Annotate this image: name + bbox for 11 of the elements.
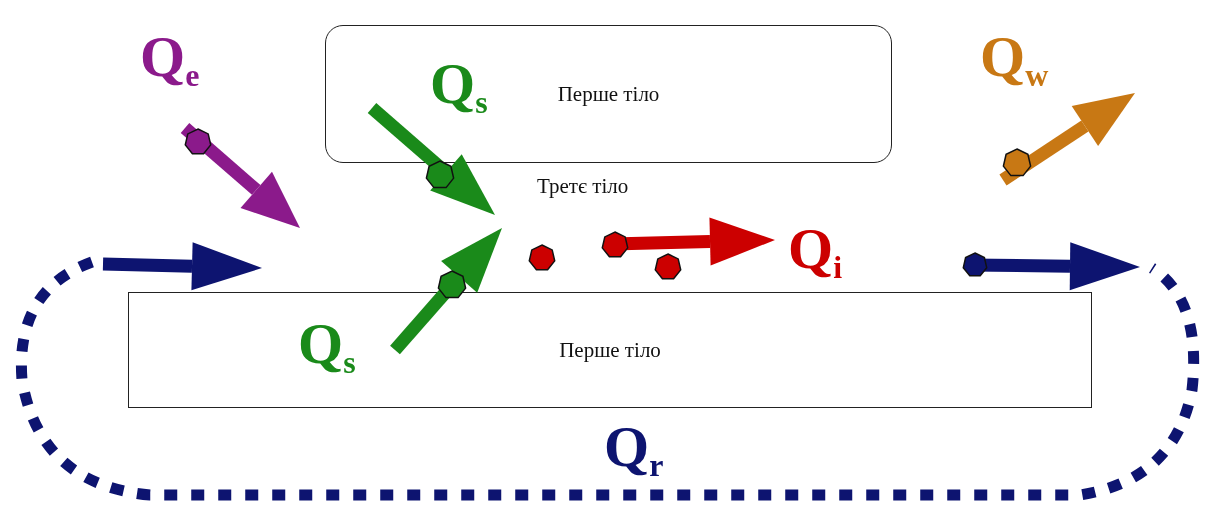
third-body-label: Третє тіло bbox=[537, 174, 629, 199]
flow-symbol: Q$_{r}$ bbox=[604, 418, 664, 481]
flow-symbol: Q$_{i}$ bbox=[788, 220, 842, 283]
flow-symbol: Q$_{s}$ bbox=[298, 315, 356, 378]
body-label: Перше тіло bbox=[559, 337, 661, 363]
flow-symbol: Q$_{s}$ bbox=[430, 55, 488, 118]
flow-symbol: Q$_{e}$ bbox=[140, 28, 200, 91]
first-body-box bbox=[325, 25, 892, 163]
body-label: Перше тіло bbox=[557, 81, 660, 107]
first-body-box bbox=[128, 292, 1092, 408]
flow-symbol: Q$_{w}$ bbox=[980, 28, 1049, 91]
